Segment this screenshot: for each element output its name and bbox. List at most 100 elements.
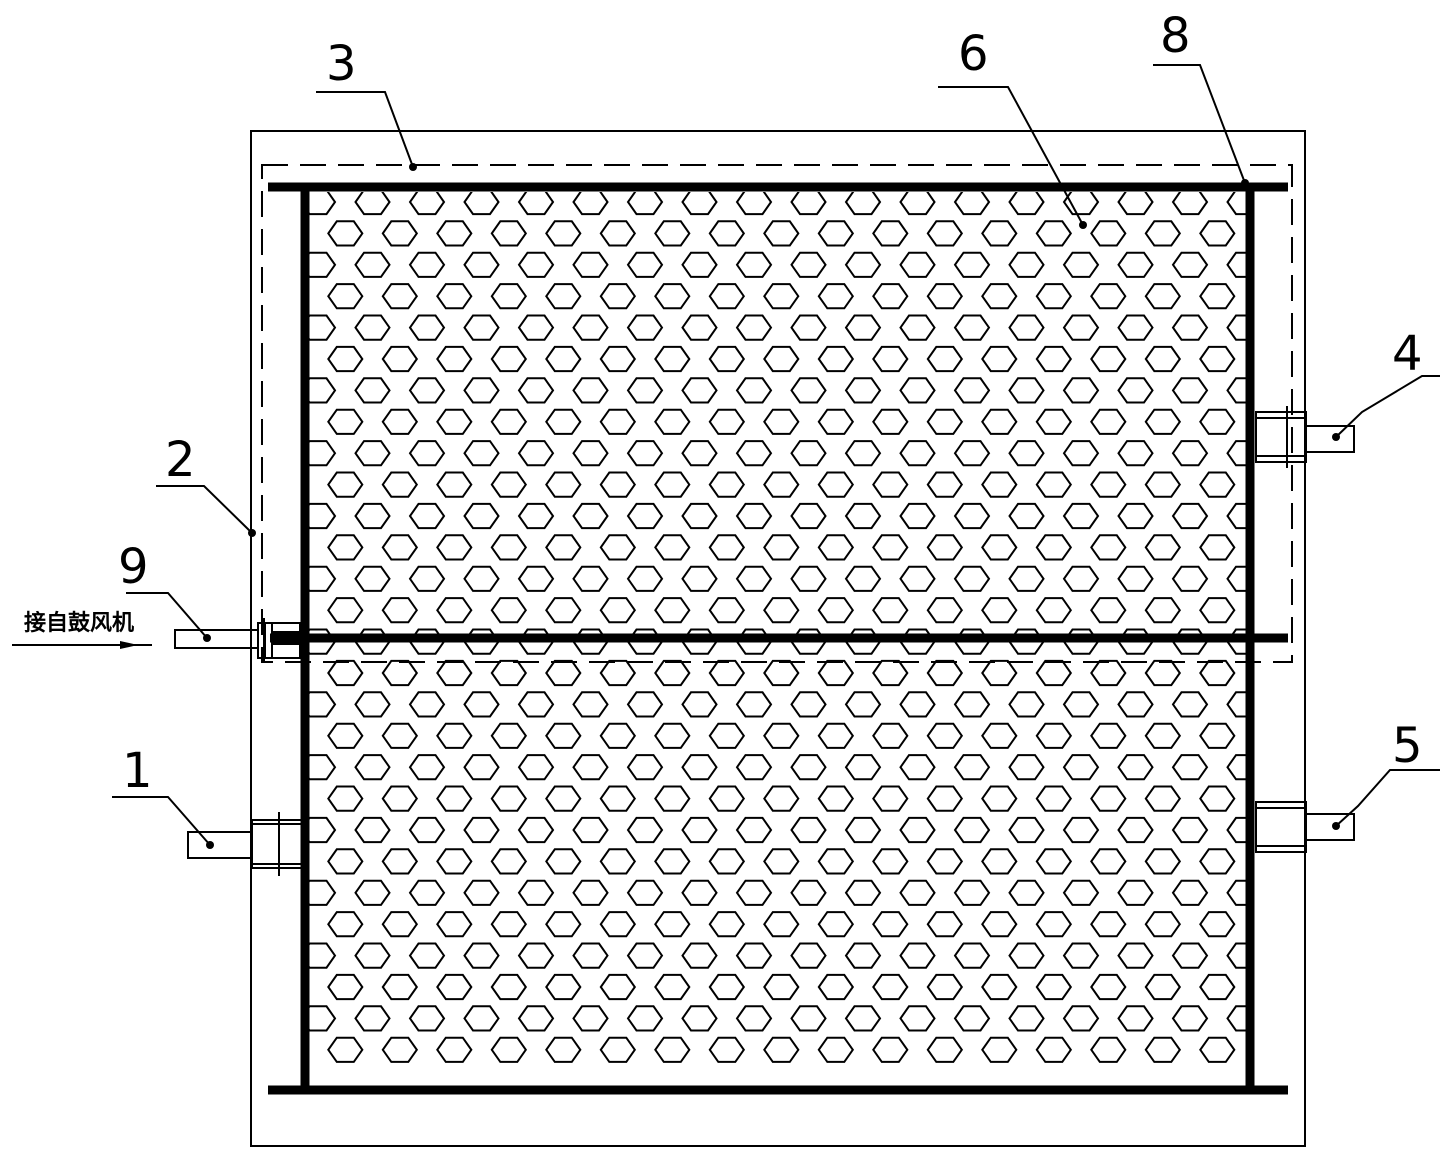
hexagon-cell [872,534,909,561]
hexagon-cell [763,408,800,435]
hexagon-cell [681,1005,718,1032]
callout-9: 9 [118,539,149,595]
hexagon-cell [327,283,364,310]
hexagon-cell [981,534,1018,561]
hexagon-cell [1008,816,1045,844]
hexagon-cell [708,408,746,435]
hexagon-cell [735,377,773,404]
hexagon-cell [309,192,337,216]
hexagon-cell [517,691,555,718]
hexagon-cell [872,220,909,247]
hexagon-cell [953,565,991,592]
hexagon-cell [1199,973,1236,1001]
hexagon-cell [1226,440,1246,467]
hexagon-cell [463,440,500,467]
hexagon-cell [1117,314,1154,341]
hexagon-cell [1171,565,1209,592]
leader-9 [126,592,208,639]
hexagon-cell [309,754,337,781]
hexagon-cell [926,471,964,498]
hexagon-cell [817,785,855,812]
hexagon-cell [1199,911,1236,938]
hexagon-cell [572,754,609,781]
hexagon-cell [408,314,446,341]
hexagon-cell [1199,659,1236,687]
hexagon-cell [953,377,991,404]
hexagon-cell [872,408,909,435]
hexagon-cell [1062,816,1100,844]
hexagon-cell [708,283,746,310]
hexagon-cell [1035,534,1073,561]
hexagon-cell [735,440,773,467]
hexagon-cell [681,942,718,969]
hexagon-cell [463,816,500,844]
hexagon-cell [327,471,364,498]
hexagon-cell [872,722,909,749]
hexagon-cell [381,973,419,1001]
hexagon-cell [981,785,1018,812]
callout-2: 2 [165,432,196,488]
hexagon-cell [899,691,936,718]
hexagon-cell [545,534,582,561]
hexagon-cell [1199,408,1236,435]
hexagon-cell [899,879,936,906]
callout-6: 6 [958,26,989,82]
hexagon-cell [490,659,528,687]
hexagon-cell [490,471,528,498]
hexagon-cell [1117,879,1154,906]
hexagon-cell [436,973,473,1001]
hexagon-cell [654,659,691,687]
hexagon-cell [735,565,773,592]
hexagon-cell [654,345,691,373]
hexagon-cell [1035,911,1073,938]
hexagon-cell [572,440,609,467]
hexagon-cell [1090,283,1127,310]
hexagon-cell [1035,659,1073,687]
hexagon-cell [817,722,855,749]
hexagon-cell [981,220,1018,247]
hexagon-cell [408,192,446,216]
hexagon-cell [844,1005,882,1032]
hexagon-cell [1144,848,1182,875]
hexagon-cell [708,785,746,812]
hexagon-cell [463,691,500,718]
hexagon-cell [817,1036,855,1063]
hexagon-cell [844,816,882,844]
hexagon-cell [1144,785,1182,812]
hexagon-cell [953,879,991,906]
hexagon-cell [1144,659,1182,687]
hexagon-cell [1117,192,1154,216]
hexagon-cell [309,502,337,530]
hexagon-cell [436,534,473,561]
hexagon-cell [1035,408,1073,435]
leader-6 [938,86,1084,226]
hexagon-cell [926,785,964,812]
hexagon-cell [654,848,691,875]
hexagon-cell [381,534,419,561]
hexagon-cell [436,597,473,624]
hexagon-cell [545,785,582,812]
hexagon-cell [763,848,800,875]
hexagon-cell [654,785,691,812]
hexagon-cell [572,942,609,969]
hexagon-cell [517,565,555,592]
hexagon-cell [1171,879,1209,906]
hexagon-cell [626,691,664,718]
hexagon-cell [681,377,718,404]
hexagon-cell [626,251,664,278]
hexagon-cell [981,283,1018,310]
hexagon-cell [735,691,773,718]
hexagon-cell [1035,722,1073,749]
hexagon-cell [899,754,936,781]
hexagon-cell [926,345,964,373]
hexagon-cell [1090,973,1127,1001]
hexagon-cell [1226,942,1246,969]
hexagon-cell [654,1036,691,1063]
hexagon-cell [463,942,500,969]
hexagon-cell [735,251,773,278]
hexagon-cell [1144,973,1182,1001]
hexagon-cell [681,440,718,467]
hexagon-cell [572,691,609,718]
hexagon-cell [381,471,419,498]
hexagon-cell [408,1005,446,1032]
